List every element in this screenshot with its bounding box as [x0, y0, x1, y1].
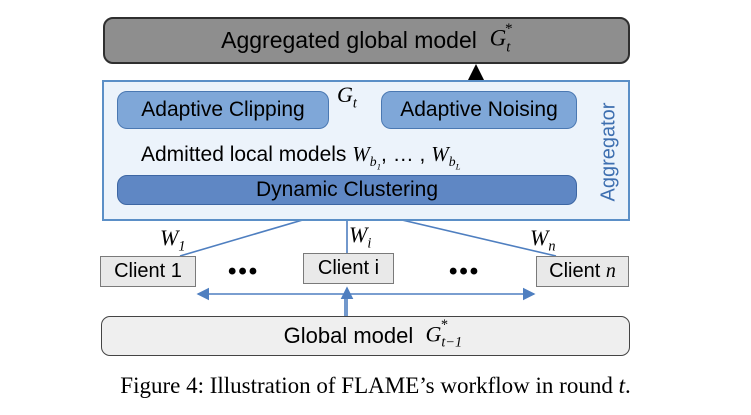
- aggregated-global-model-label: Aggregated global model: [221, 27, 477, 53]
- figure-caption: Figure 4: Illustration of FLAME’s workfl…: [120, 373, 631, 398]
- wn-label: Wn: [530, 225, 556, 255]
- gt-minus-1-symbol: Gt−1*: [425, 316, 463, 351]
- client-i-box: Client i: [303, 253, 394, 284]
- aggregated-global-model-box: Aggregated global model Gt*: [103, 17, 630, 64]
- ellipsis-left: •••: [228, 258, 260, 285]
- client-n-label: Client: [549, 260, 601, 282]
- adaptive-noising-box: Adaptive Noising: [381, 91, 577, 129]
- client-i-label: Client i: [317, 257, 380, 279]
- wi-label: Wi: [349, 222, 372, 252]
- global-model-label: Global model: [283, 323, 414, 348]
- gt-arrow-label: Gt: [337, 82, 357, 112]
- gt-star-symbol: Gt*: [489, 20, 512, 56]
- adaptive-clipping-label: Adaptive Clipping: [141, 98, 305, 121]
- admitted-models-label: Admitted local models Wb1, … , WbL: [141, 142, 461, 172]
- client-1-label: Client 1: [114, 260, 182, 282]
- adaptive-clipping-box: Adaptive Clipping: [117, 91, 329, 129]
- aggregator-label: Aggregator: [597, 102, 620, 202]
- global-model-box: Global model Gt−1*: [101, 316, 630, 356]
- w1-label: W1: [160, 225, 186, 255]
- dynamic-clustering-label: Dynamic Clustering: [255, 178, 439, 201]
- ellipsis-right: •••: [449, 258, 481, 285]
- adaptive-noising-label: Adaptive Noising: [400, 98, 558, 121]
- dynamic-clustering-box: Dynamic Clustering: [117, 175, 577, 205]
- client-n-box: Client n: [536, 256, 629, 287]
- client-1-box: Client 1: [100, 256, 196, 287]
